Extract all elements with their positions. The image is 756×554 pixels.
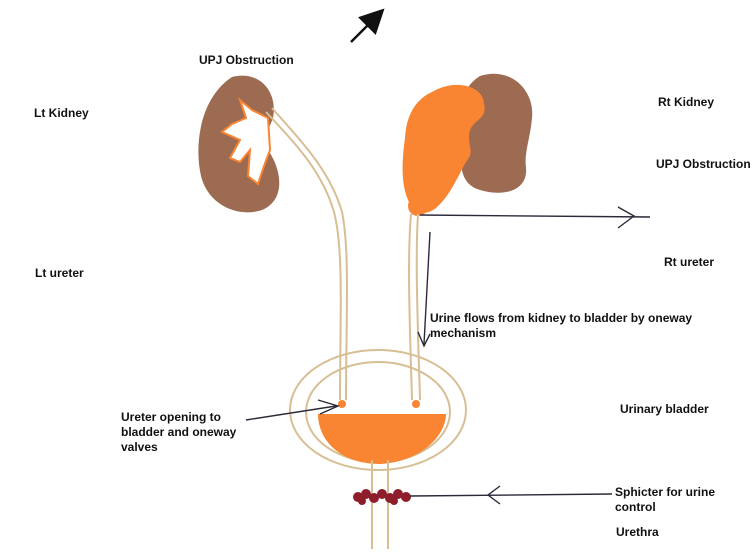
- label-sphincter: Sphicter for urine control: [615, 485, 715, 515]
- upj-pointer-line: [420, 215, 650, 217]
- right-ureter: [409, 214, 420, 400]
- label-lt-ureter: Lt ureter: [35, 266, 84, 281]
- top-pointer-arrow: [351, 12, 381, 42]
- label-lt-kidney: Lt Kidney: [34, 106, 89, 121]
- label-urinary-bladder: Urinary bladder: [620, 402, 709, 417]
- right-ureter-opening: [412, 400, 420, 408]
- label-rt-kidney: Rt Kidney: [658, 95, 714, 110]
- right-kidney: [403, 74, 533, 216]
- urethra-tube: [372, 460, 388, 549]
- sphincter-ring: [353, 489, 411, 505]
- sphincter-pointer-line: [410, 494, 612, 496]
- label-ureter-opening: Ureter opening to bladder and oneway val…: [121, 410, 236, 455]
- label-urine-flow: Urine flows from kidney to bladder by on…: [430, 311, 692, 341]
- left-ureter-opening: [338, 400, 346, 408]
- bladder-urine: [318, 414, 446, 464]
- label-rt-ureter: Rt ureter: [664, 255, 714, 270]
- left-ureter: [266, 108, 347, 400]
- urinary-bladder: [290, 350, 466, 470]
- label-urethra: Urethra: [616, 525, 659, 540]
- label-upj-obstruction-right: UPJ Obstruction: [656, 157, 751, 172]
- upj-pointer-head: [618, 207, 634, 228]
- pointer-lines: [246, 207, 650, 504]
- left-kidney: [198, 76, 279, 213]
- label-upj-obstruction-left: UPJ Obstruction: [199, 53, 294, 68]
